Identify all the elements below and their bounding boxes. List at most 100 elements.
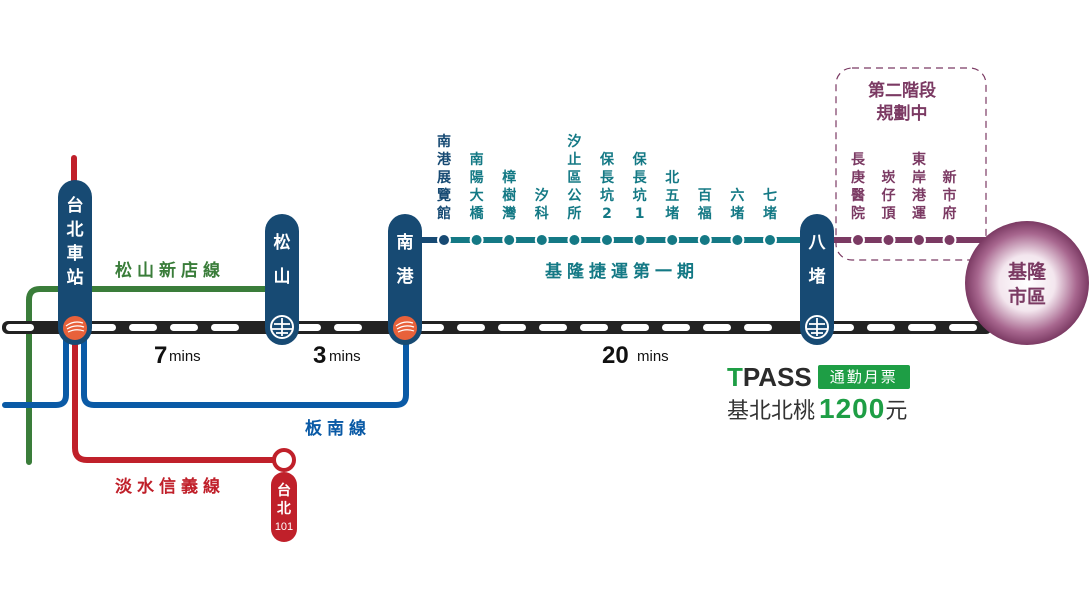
tpass-commuter-badge: 通勤月票 xyxy=(817,365,910,389)
station-label-char: 北 xyxy=(277,501,291,517)
stop-marker xyxy=(763,233,777,247)
track-dash xyxy=(539,324,567,331)
travel-time-unit: mins xyxy=(329,348,361,365)
stop-label-char: 堵 xyxy=(730,205,744,222)
stop-label-char: 北 xyxy=(665,170,679,186)
stop-label-char: 東 xyxy=(912,151,926,168)
phase2-title-line2: 規劃中 xyxy=(877,103,928,124)
track-dash xyxy=(498,324,526,331)
track-dash xyxy=(88,324,116,331)
stop-label-char: 1 xyxy=(635,206,645,222)
travel-time-7: 7 mins xyxy=(154,342,201,369)
stop-label-char: 院 xyxy=(851,205,865,222)
bannan-line-east xyxy=(81,327,409,408)
phase2-stop[interactable]: 新市府 xyxy=(942,169,957,247)
travel-time-unit: mins xyxy=(169,348,201,365)
station-songshan[interactable]: 松 山 xyxy=(265,214,299,345)
phase1-stop[interactable]: 北五堵 xyxy=(665,170,680,247)
station-label-char: 站 xyxy=(67,267,84,288)
stop-marker xyxy=(730,233,745,247)
phase1-stop[interactable]: 六堵 xyxy=(730,187,745,247)
phase2-stop[interactable]: 崁仔頂 xyxy=(881,169,897,247)
stop-marker xyxy=(600,233,614,247)
station-label-char: 港 xyxy=(397,266,415,287)
keelung-lrt-phase1-label: 基隆捷運第一期 xyxy=(544,261,699,282)
stop-label-char: 汐 xyxy=(567,133,581,150)
stop-label-char: 港 xyxy=(437,151,452,168)
station-taipei-101[interactable]: 台 北 101 xyxy=(271,448,297,542)
phase1-stop[interactable]: 百福 xyxy=(697,188,712,247)
stop-marker xyxy=(534,233,549,247)
stop-label-char: 長 xyxy=(851,152,866,168)
track-dash xyxy=(129,324,157,331)
stop-marker xyxy=(697,233,712,247)
tra-logo-icon xyxy=(805,315,829,339)
hsr-logo-icon xyxy=(63,316,87,340)
track-dash xyxy=(908,324,936,331)
station-label-char: 車 xyxy=(67,243,84,264)
stop-label-char: 六 xyxy=(730,187,744,204)
track-dash xyxy=(621,324,649,331)
stop-marker xyxy=(469,233,484,247)
stop-marker xyxy=(437,233,451,247)
stop-label-char: 港 xyxy=(912,187,927,204)
tpass-price-amount: 1200 xyxy=(819,393,886,424)
tra-track xyxy=(2,321,992,334)
stop-label-char: 橋 xyxy=(470,205,485,222)
stop-label-char: 樟 xyxy=(502,169,516,186)
station-label-char: 八 xyxy=(809,233,827,253)
stop-label-char: 科 xyxy=(535,205,549,222)
station-label-char: 台 xyxy=(67,195,84,216)
track-dash xyxy=(662,324,690,331)
travel-time-number: 20 xyxy=(602,342,629,369)
phase1-stop[interactable]: 七堵 xyxy=(763,188,777,247)
station-taipei-main[interactable]: 台 北 車 站 xyxy=(58,180,92,345)
stop-label-char: 醫 xyxy=(851,187,865,204)
travel-time-unit: mins xyxy=(637,348,669,365)
station-badu[interactable]: 八 堵 xyxy=(800,214,834,345)
phase1-stop[interactable]: 樟樹灣 xyxy=(502,169,517,247)
tpass-logo: TPASS xyxy=(727,362,812,392)
track-dash xyxy=(580,324,608,331)
stop-marker xyxy=(502,233,517,247)
phase1-stop[interactable]: 汐科 xyxy=(534,187,549,247)
stop-label-char: 長 xyxy=(633,170,648,186)
track-dash xyxy=(293,324,321,331)
stop-marker xyxy=(567,233,582,247)
stop-marker xyxy=(851,233,865,247)
songshan-xindian-line xyxy=(26,286,278,465)
tra-logo-icon xyxy=(270,315,294,339)
stop-label-char: 止 xyxy=(567,151,581,168)
bannan-line-label: 板南線 xyxy=(305,418,371,439)
songshan-xindian-line-label: 松山新店線 xyxy=(115,260,225,281)
stop-label-char: 堵 xyxy=(763,205,777,222)
hsr-logo-icon xyxy=(393,316,417,340)
keelung-city-circle[interactable] xyxy=(965,221,1089,345)
stop-marker xyxy=(665,233,680,247)
stop-label-char: 坑 xyxy=(600,187,614,204)
stop-label-char: 頂 xyxy=(882,206,897,222)
track-dash xyxy=(170,324,198,331)
stop-label-char: 展 xyxy=(437,170,451,186)
tamsui-xinyi-line-south xyxy=(72,327,278,463)
stop-label-char: 岸 xyxy=(912,169,926,186)
track-dash xyxy=(703,324,731,331)
stop-marker xyxy=(942,233,957,247)
stop-label-char: 福 xyxy=(697,205,712,222)
stop-label-char: 2 xyxy=(602,206,612,222)
stop-label-char: 市 xyxy=(943,187,957,204)
stop-label-char: 庚 xyxy=(851,169,865,186)
stop-label-char: 崁 xyxy=(882,169,896,186)
station-label-char: 松 xyxy=(274,232,291,253)
travel-time-number: 3 xyxy=(313,342,326,369)
station-nangang[interactable]: 南 港 xyxy=(388,214,422,345)
stop-label-char: 堵 xyxy=(665,205,679,222)
